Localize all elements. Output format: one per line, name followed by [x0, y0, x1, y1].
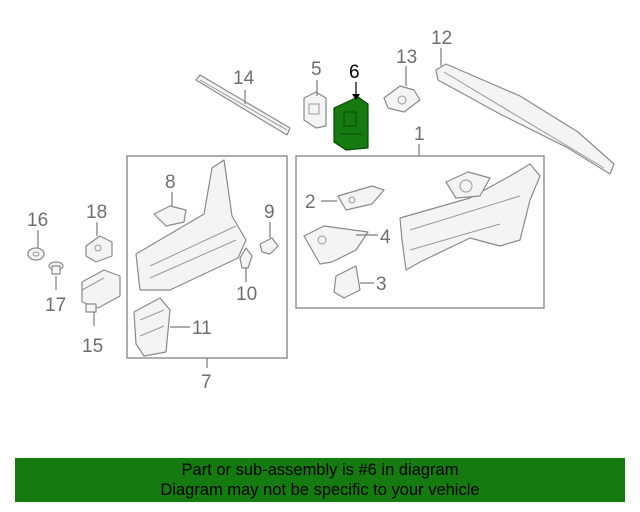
- callout-8: 8: [165, 172, 176, 193]
- callout-4: 4: [380, 227, 391, 248]
- callout-2: 2: [305, 192, 316, 213]
- banner-line-1: Part or sub-assembly is #6 in diagram: [181, 461, 459, 479]
- part-6-highlighted[interactable]: [333, 96, 369, 151]
- callout-10: 10: [236, 284, 257, 305]
- callout-14: 14: [233, 68, 255, 89]
- parts-diagram: 14 5 6 13 12 1 2 4: [27, 28, 615, 393]
- part-16-grommet[interactable]: [27, 247, 45, 261]
- callout-5: 5: [311, 59, 322, 80]
- part-11-panel[interactable]: [133, 297, 171, 357]
- part-10-clip[interactable]: [239, 247, 253, 269]
- part-7-apron-panel[interactable]: [135, 159, 247, 291]
- part-1-frame-assembly[interactable]: [399, 163, 541, 271]
- callout-12: 12: [431, 28, 452, 49]
- part-5-bracket[interactable]: [303, 91, 327, 129]
- info-banner: Part or sub-assembly is #6 in diagram Di…: [15, 458, 625, 502]
- part-4-bracket[interactable]: [303, 225, 369, 265]
- callout-9: 9: [264, 202, 275, 223]
- part-18-bracket[interactable]: [85, 235, 113, 263]
- part-15-block[interactable]: [81, 269, 121, 313]
- part-12-support[interactable]: [435, 63, 615, 175]
- part-3-bracket[interactable]: [333, 265, 361, 299]
- callout-1: 1: [414, 124, 425, 145]
- part-13-plate[interactable]: [383, 85, 421, 113]
- callout-6: 6: [349, 62, 360, 83]
- banner-line-2: Diagram may not be specific to your vehi…: [160, 481, 480, 499]
- callout-13: 13: [396, 47, 417, 68]
- part-14-rail[interactable]: [195, 74, 291, 136]
- part-2-plate[interactable]: [337, 185, 385, 211]
- callout-3: 3: [376, 274, 387, 295]
- callout-15: 15: [82, 336, 103, 357]
- part-9-clip[interactable]: [259, 237, 279, 255]
- group-box-1: [295, 155, 545, 309]
- callout-11: 11: [192, 318, 212, 339]
- callout-16: 16: [27, 210, 48, 231]
- callout-18: 18: [86, 202, 107, 223]
- part-17-bolt[interactable]: [48, 261, 64, 275]
- part-8-bracket[interactable]: [153, 205, 187, 227]
- callout-7: 7: [201, 372, 212, 393]
- callout-17: 17: [45, 295, 66, 316]
